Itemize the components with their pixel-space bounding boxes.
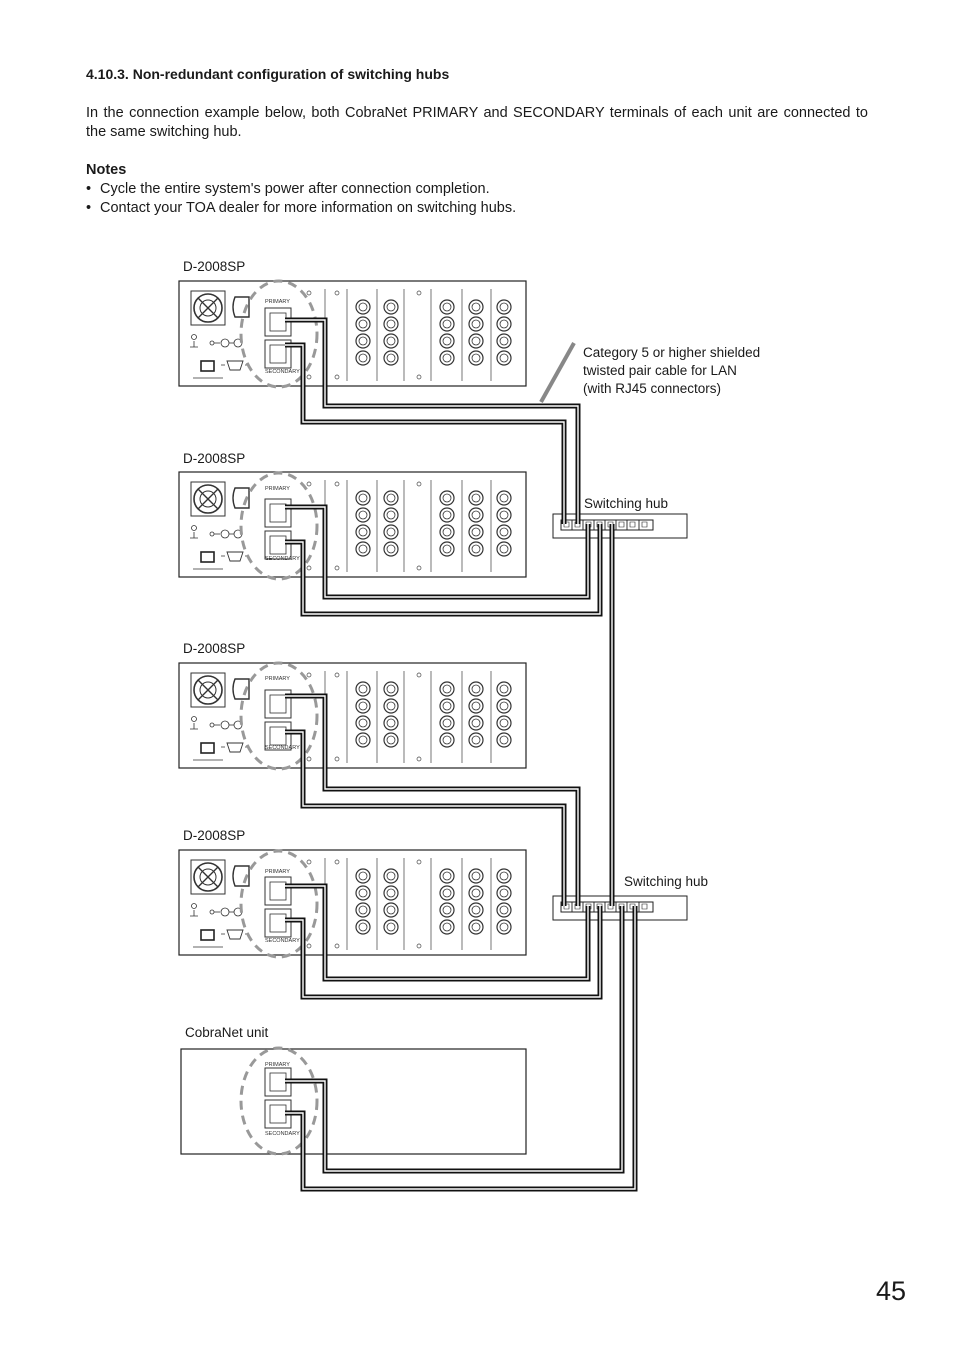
cobranet-unit-label: CobraNet unit — [185, 1025, 269, 1040]
primary-label: PRIMARY — [265, 1062, 290, 1068]
rack-unit — [179, 663, 526, 768]
cable-callout-leader — [539, 342, 576, 403]
secondary-label: SECONDARY — [265, 369, 300, 375]
unit-label: D-2008SP — [183, 828, 245, 843]
port-highlight-circles — [239, 279, 319, 1156]
bullet-icon: • — [86, 181, 92, 197]
unit-label: D-2008SP — [183, 451, 245, 466]
cable-description: Category 5 or higher shielded twisted pa… — [583, 344, 760, 398]
rack-unit — [179, 281, 526, 386]
hub-label: Switching hub — [624, 874, 708, 889]
primary-label: PRIMARY — [265, 676, 290, 682]
rack-unit — [179, 850, 526, 955]
secondary-label: SECONDARY — [265, 745, 300, 751]
note-item: •Contact your TOA dealer for more inform… — [86, 200, 517, 216]
page-number: 45 — [876, 1276, 907, 1306]
unit-label: D-2008SP — [183, 641, 245, 656]
lan-cables — [285, 317, 638, 1192]
secondary-label: SECONDARY — [265, 556, 300, 562]
cobranet-unit-box — [180, 1048, 527, 1155]
cable-description-line: twisted pair cable for LAN — [583, 363, 737, 378]
switching-hub — [552, 513, 688, 539]
note-item: •Cycle the entire system's power after c… — [86, 181, 490, 197]
primary-label: PRIMARY — [265, 299, 290, 305]
notes-title: Notes — [86, 162, 127, 178]
section-heading: 4.10.3. Non-redundant configuration of s… — [86, 66, 450, 82]
secondary-label: SECONDARY — [265, 938, 300, 944]
cable-description-line: (with RJ45 connectors) — [583, 381, 722, 396]
hub-label: Switching hub — [584, 496, 668, 511]
unit-label: D-2008SP — [183, 259, 245, 274]
secondary-label: SECONDARY — [265, 1131, 300, 1137]
primary-label: PRIMARY — [265, 869, 290, 875]
rack-unit — [179, 472, 526, 577]
primary-label: PRIMARY — [265, 486, 290, 492]
bullet-icon: • — [86, 200, 92, 216]
cable-description-line: Category 5 or higher shielded — [583, 345, 761, 360]
intro-paragraph: In the connection example below, both Co… — [86, 105, 868, 140]
